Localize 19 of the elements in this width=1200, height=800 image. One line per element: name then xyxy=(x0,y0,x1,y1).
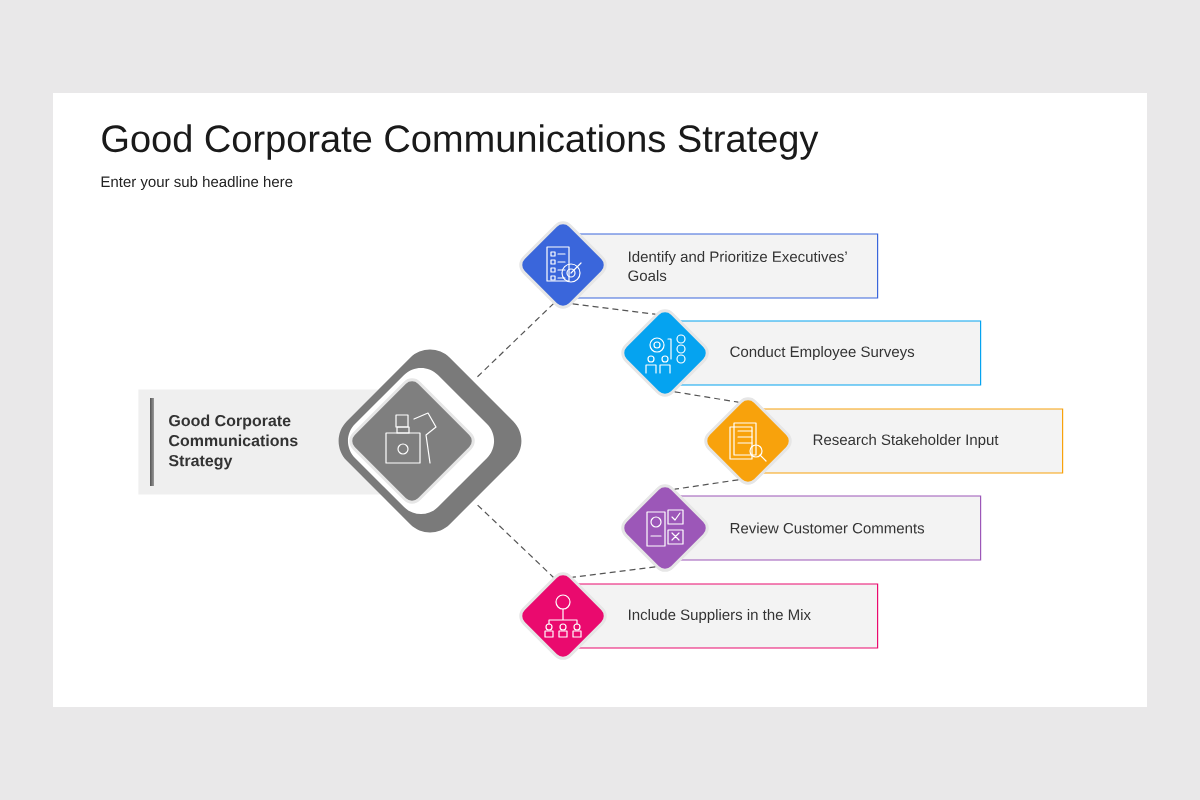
connector-line xyxy=(572,566,656,578)
step-box: Conduct Employee Surveys xyxy=(665,320,982,386)
step-box: Research Stakeholder Input xyxy=(748,408,1064,474)
step-box: Identify and Prioritize Executives’ Goals xyxy=(563,233,879,299)
connector-line xyxy=(674,391,739,403)
diamond-shape xyxy=(349,378,475,504)
connector-line xyxy=(572,303,656,315)
connector-line xyxy=(477,504,554,578)
step-box: Include Suppliers in the Mix xyxy=(563,583,879,649)
diamond-shape xyxy=(621,309,709,397)
step-box: Review Customer Comments xyxy=(665,495,982,561)
diamond-shape xyxy=(704,397,792,485)
connector-line xyxy=(476,303,554,378)
subtitle: Enter your sub headline here xyxy=(101,176,293,190)
diamond-shape xyxy=(519,572,607,660)
diamond-shape xyxy=(621,484,709,572)
connector-line xyxy=(674,479,739,490)
title: Good Corporate Communications Strategy xyxy=(102,124,819,160)
diamond-shape xyxy=(519,221,607,309)
